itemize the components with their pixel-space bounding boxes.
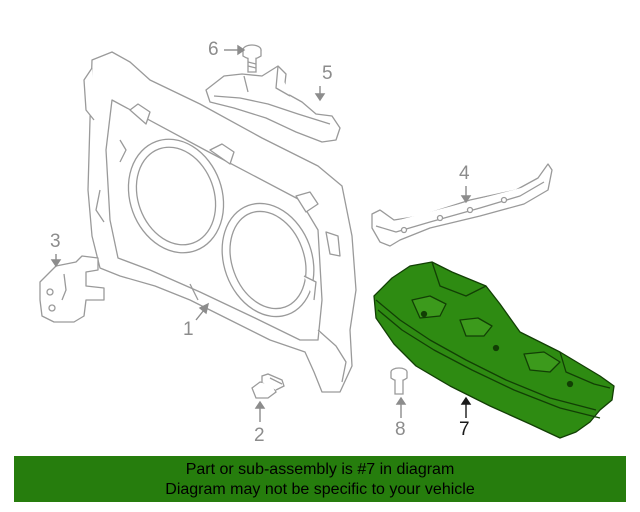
parts-diagram — [39, 44, 615, 439]
callout-5: 5 — [322, 63, 333, 84]
banner-line-disclaimer: Diagram may not be specific to your vehi… — [165, 481, 475, 498]
part-2-bolt[interactable] — [251, 373, 285, 399]
callout-7: 7 — [459, 419, 470, 440]
callout-8: 8 — [395, 419, 406, 440]
part-5-air-guide[interactable] — [205, 65, 341, 143]
leader-line-7 — [460, 396, 472, 418]
part-1-radiator-support[interactable] — [83, 51, 357, 393]
part-3-bracket[interactable] — [39, 255, 105, 323]
callout-6: 6 — [208, 39, 219, 60]
callout-1: 1 — [183, 319, 194, 340]
callout-4: 4 — [459, 163, 470, 184]
banner-line-part: Part or sub-assembly is #7 in diagram — [185, 461, 455, 478]
callout-2: 2 — [254, 425, 265, 446]
part-7-engine-undercover[interactable] — [373, 261, 615, 439]
part-6-bolt[interactable] — [242, 44, 262, 73]
leader-lines — [50, 44, 472, 422]
part-4-hood-lock-support[interactable] — [371, 163, 553, 247]
info-banner: Part or sub-assembly is #7 in diagram Di… — [14, 456, 626, 502]
part-8-screw[interactable] — [390, 367, 408, 395]
callout-3: 3 — [50, 231, 61, 252]
